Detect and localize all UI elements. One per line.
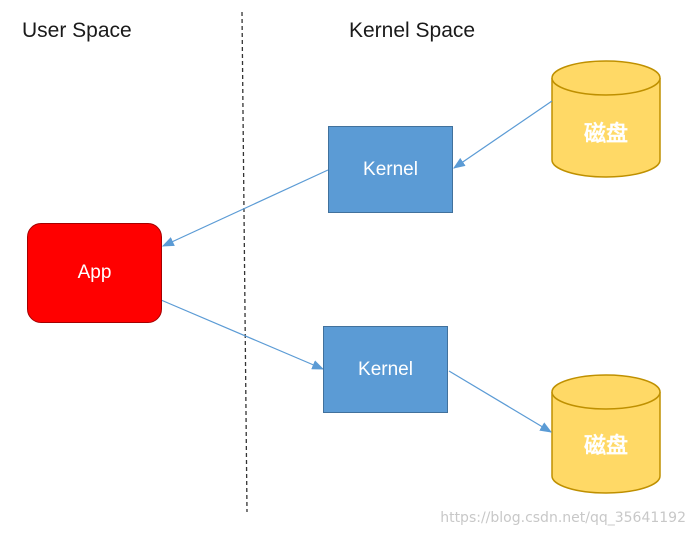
app-label: App bbox=[77, 262, 112, 283]
kernel-space-label: Kernel Space bbox=[349, 19, 476, 42]
kernel-box-top: Kernel bbox=[328, 126, 453, 213]
user-space-label: User Space bbox=[22, 19, 132, 42]
arrow-app-to-kernel bbox=[160, 299, 325, 370]
disk-bottom-label: 磁盘 bbox=[583, 434, 628, 459]
app-box: App bbox=[27, 223, 162, 323]
space-divider bbox=[241, 11, 248, 513]
kernel-bottom-label: Kernel bbox=[358, 358, 413, 380]
disk-top-cylinder bbox=[551, 60, 661, 178]
watermark: https://blog.csdn.net/qq_35641192 bbox=[440, 510, 686, 526]
kernel-box-bottom: Kernel bbox=[323, 326, 448, 413]
kernel-top-label: Kernel bbox=[363, 158, 418, 180]
arrow-disk-to-kernel bbox=[453, 100, 553, 169]
disk-top-label: 磁盘 bbox=[583, 122, 628, 147]
arrow-kernel-to-disk bbox=[448, 370, 553, 433]
arrow-kernel-to-app bbox=[161, 169, 329, 247]
disk-bottom-cylinder bbox=[551, 374, 661, 494]
